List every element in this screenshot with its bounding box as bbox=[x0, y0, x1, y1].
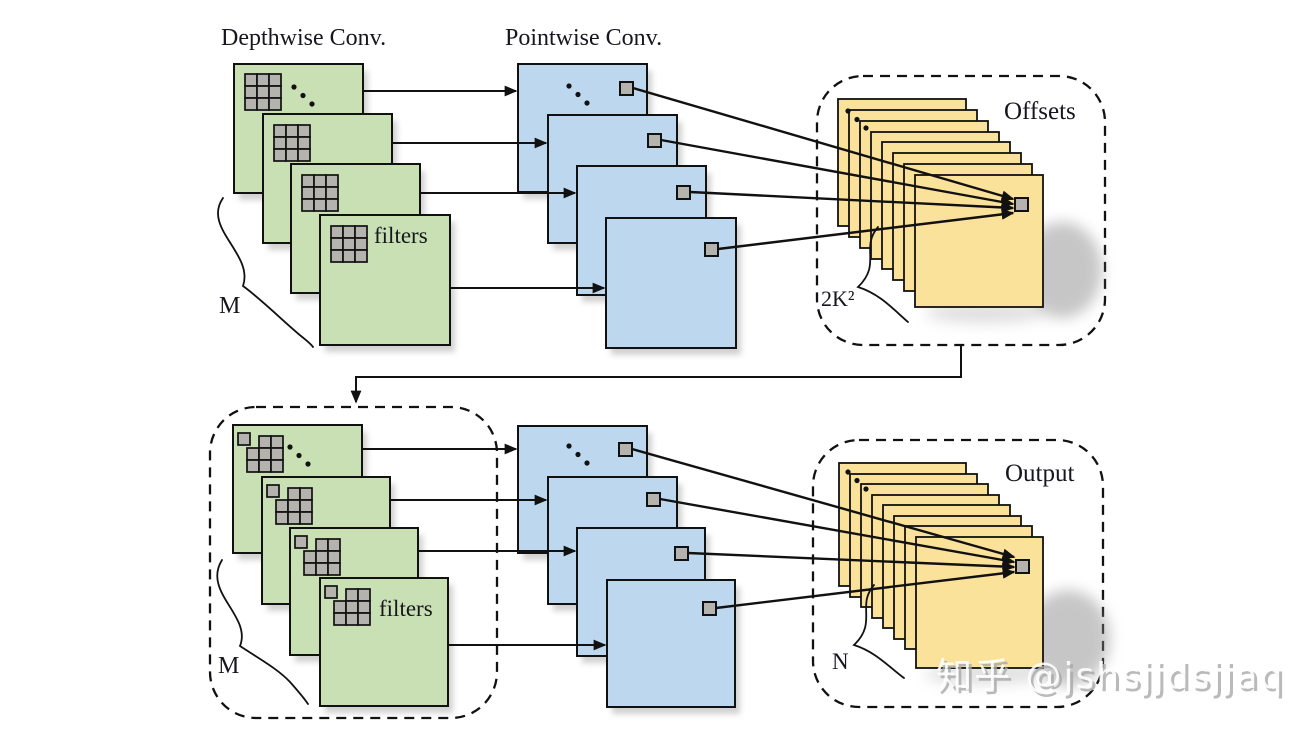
conv-kernel-grid-icon bbox=[330, 225, 368, 263]
pointwise-feature-map-4 bbox=[605, 217, 737, 349]
feature-point-icon bbox=[647, 133, 662, 148]
feature-point-icon bbox=[676, 185, 691, 200]
pointwise-to-output-line bbox=[687, 551, 1016, 572]
pointwise-feature-map-4 bbox=[606, 579, 736, 708]
sampling-point-icon bbox=[1014, 197, 1029, 212]
m-brace-icon bbox=[216, 559, 309, 705]
top-row-arrows bbox=[364, 85, 1015, 294]
pointwise-to-offsets-line bbox=[717, 209, 1015, 251]
deformable-depthwise-filter-stack: filters bbox=[232, 424, 453, 713]
output-map-stack bbox=[838, 462, 1110, 686]
pointwise-to-output-line bbox=[631, 447, 1016, 560]
watermark: 知乎 @jshsjjdsjjaq 知乎 @jshsjjdsjjaq bbox=[936, 656, 1287, 700]
output-title: Output bbox=[1005, 460, 1075, 487]
conv-kernel-grid-icon bbox=[273, 124, 311, 162]
sampling-point-icon bbox=[1015, 559, 1030, 574]
watermark-text: 知乎 @jshsjjdsjjaq bbox=[936, 656, 1284, 697]
watermark-shadow-text: 知乎 @jshsjjdsjjaq bbox=[939, 659, 1287, 700]
pointwise-map-stack bbox=[517, 63, 741, 355]
output-map-front-sheet bbox=[915, 536, 1044, 669]
filters-label: filters bbox=[374, 223, 428, 248]
shadow bbox=[925, 303, 1045, 323]
pointwise-to-output-line bbox=[715, 567, 1016, 610]
pointwise-conv-title: Pointwise Conv. bbox=[505, 25, 662, 51]
depthwise-conv-title: Depthwise Conv. bbox=[221, 25, 386, 51]
shadow bbox=[925, 664, 1045, 684]
offsets-channels-label: 2K² bbox=[821, 286, 855, 311]
conv-kernel-grid-icon bbox=[301, 174, 339, 212]
feature-point-icon bbox=[618, 442, 633, 457]
pointwise-to-offsets-line bbox=[660, 138, 1015, 208]
conv-kernel-grid-icon bbox=[244, 73, 282, 111]
m-brace-icon bbox=[217, 197, 314, 348]
feature-point-icon bbox=[704, 242, 719, 257]
pointwise-to-offsets-line bbox=[689, 190, 1015, 213]
n-brace-icon bbox=[852, 584, 905, 679]
offsets-title: Offsets bbox=[1004, 98, 1076, 125]
2k2-brace-icon bbox=[856, 226, 909, 323]
bottom-row-arrows bbox=[363, 443, 1016, 651]
offset-map-front-sheet bbox=[914, 174, 1044, 308]
deformable-filters-dashed-box bbox=[208, 405, 499, 720]
feature-point-icon bbox=[702, 601, 717, 616]
deformable-feature-map-4 bbox=[319, 577, 449, 707]
output-dashed-box bbox=[811, 438, 1105, 709]
shadow bbox=[1026, 590, 1110, 686]
filters-label: filters bbox=[379, 596, 433, 621]
offsets-to-deformable-connector-arrow bbox=[350, 345, 962, 404]
m-channels-label: M bbox=[218, 653, 239, 679]
pointwise-to-offsets-line bbox=[632, 86, 1015, 202]
depthwise-filter-stack: filters bbox=[233, 63, 455, 352]
feature-point-icon bbox=[674, 546, 689, 561]
feature-point-icon bbox=[646, 492, 661, 507]
output-channels-label: N bbox=[832, 649, 849, 674]
offsets-map-stack bbox=[837, 98, 1102, 323]
pointwise-to-output-line bbox=[659, 497, 1016, 566]
m-channels-label: M bbox=[219, 293, 240, 319]
feature-point-icon bbox=[619, 81, 634, 96]
